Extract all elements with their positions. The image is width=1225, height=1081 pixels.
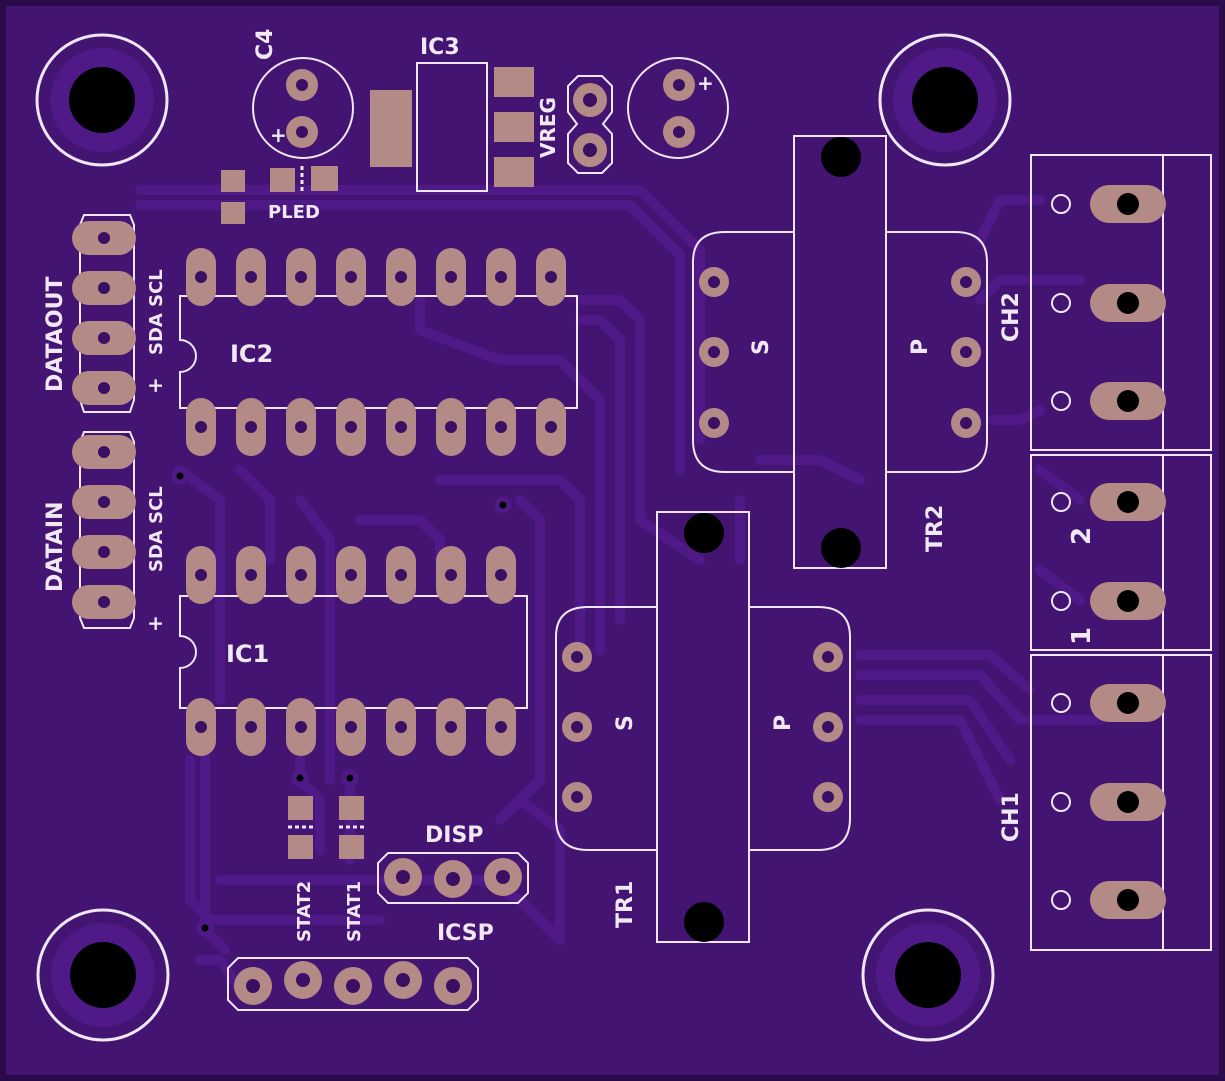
dataout-header (72, 214, 136, 413)
label-tr2: TR2 (923, 505, 948, 552)
label-tr2-p: P (908, 339, 933, 355)
label-term-1: 1 (1067, 627, 1097, 645)
datain-header (72, 431, 136, 629)
label-icsp: ICSP (437, 921, 494, 946)
vreg-jumper (567, 75, 613, 174)
label-c4-plus: + (270, 123, 287, 147)
mounting-hole-top-right (878, 33, 1012, 167)
label-dataout: DATAOUT (43, 277, 68, 392)
label-ic3: IC3 (420, 35, 460, 60)
label-datain: DATAIN (43, 501, 68, 592)
label-tr2-s: S (749, 339, 774, 355)
ic3-regulator (370, 62, 534, 192)
transformer-tr1 (555, 511, 851, 943)
label-stat2: STAT2 (294, 881, 315, 942)
label-tr1-p: P (771, 715, 796, 731)
label-plus-out: + (143, 377, 167, 394)
label-sda-scl-in: SDA SCL (146, 486, 167, 572)
mounting-hole-bottom-right (861, 908, 995, 1042)
label-stat1: STAT1 (344, 881, 365, 942)
terminal-block-ch1 (1030, 654, 1212, 951)
label-sda-scl-out: SDA SCL (146, 269, 167, 355)
pled-led (221, 166, 338, 224)
stat1-led (339, 796, 364, 859)
vias (171, 467, 512, 937)
label-pled: PLED (268, 202, 320, 223)
label-tr1: TR1 (613, 881, 638, 928)
capacitor-right (627, 57, 729, 159)
terminal-block-ch2 (1030, 154, 1212, 451)
label-term-2: 2 (1067, 527, 1097, 545)
icsp-header (227, 957, 479, 1011)
mounting-hole-top-left (35, 33, 169, 167)
label-c4: C4 (253, 29, 278, 60)
label-ch1: CH1 (999, 792, 1024, 842)
label-cap-plus: + (697, 71, 714, 95)
label-ch2: CH2 (999, 292, 1024, 342)
transformer-tr2 (692, 135, 988, 569)
label-ic1: IC1 (226, 640, 269, 668)
capacitor-c4 (252, 57, 354, 159)
ic1-chip (179, 546, 528, 756)
label-vreg: VREG (536, 97, 560, 158)
stat2-led (288, 796, 313, 859)
mounting-hole-bottom-left (36, 908, 170, 1042)
label-plus-in: + (143, 615, 167, 632)
label-tr1-s: S (613, 715, 638, 731)
label-ic2: IC2 (230, 340, 273, 368)
ic2-chip (179, 248, 578, 456)
disp-header (377, 852, 529, 904)
terminal-block-power (1030, 454, 1212, 651)
label-disp: DISP (425, 823, 483, 848)
